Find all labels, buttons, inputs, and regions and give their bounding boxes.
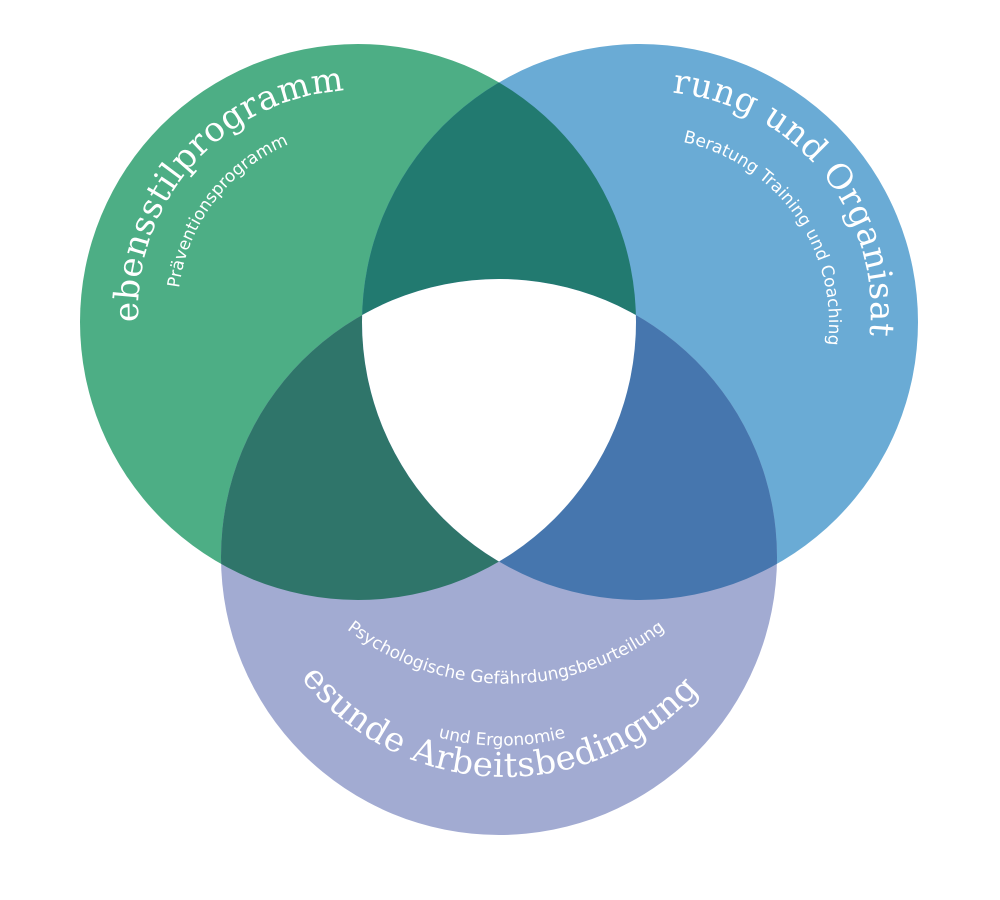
overlap-center <box>362 279 636 600</box>
